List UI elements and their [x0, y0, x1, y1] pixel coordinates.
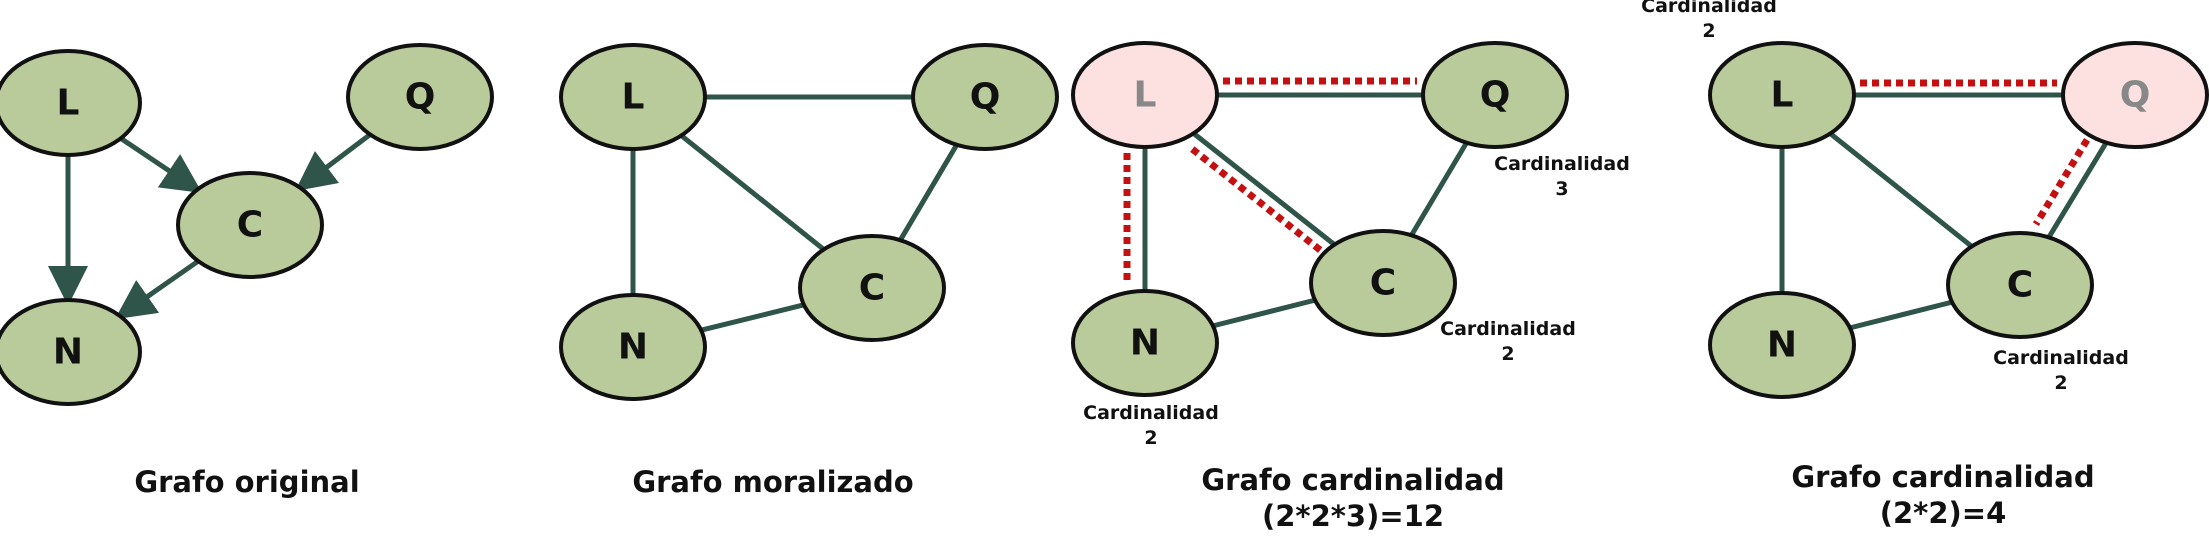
- node-n-label: N: [618, 327, 648, 368]
- node-c-ellipse: [798, 234, 946, 342]
- dotted-edge-Q-C: [2032, 137, 2091, 227]
- edge-Q-C: [2046, 141, 2109, 239]
- edge-N-C: [1849, 299, 1953, 331]
- node-l: L: [0, 49, 142, 157]
- node-q-ellipse: [2061, 41, 2209, 149]
- node-l: L: [1071, 41, 1219, 149]
- node-q-label: Q: [1480, 75, 1511, 116]
- nodes: L Q C N: [1071, 41, 1569, 397]
- node-c-ellipse: [1946, 231, 2094, 339]
- edges: [1779, 79, 2109, 331]
- cardinality-c-value: 2: [2054, 372, 2067, 394]
- cardinality-l-label: Cardinalidad: [1641, 0, 1777, 17]
- node-n-ellipse: [559, 293, 707, 401]
- node-l-ellipse: [1071, 41, 1219, 149]
- cardinality-c-label: Cardinalidad: [1440, 318, 1576, 340]
- node-q: Q: [911, 43, 1059, 151]
- panel-2: L Q C N Grafo moralizado: [559, 43, 1059, 499]
- edge-Q-C: [1409, 141, 1469, 237]
- node-n-label: N: [53, 332, 83, 373]
- node-c-label: C: [2007, 265, 2033, 306]
- panel-3-caption: Grafo cardinalidad: [1201, 463, 1504, 497]
- node-c: C: [798, 234, 946, 342]
- node-n-ellipse: [0, 298, 142, 406]
- node-q-ellipse: [911, 43, 1059, 151]
- node-c: C: [176, 171, 324, 279]
- edges: [630, 94, 959, 333]
- cardinality-q-label: Cardinalidad: [1494, 153, 1630, 175]
- panel-4-caption-formula: (2*2)=4: [1880, 496, 2007, 530]
- dotted-edge-L-C: [1190, 146, 1326, 256]
- node-l: L: [1708, 41, 1856, 149]
- node-l-label: L: [57, 83, 80, 124]
- edge-N-C: [1212, 297, 1316, 329]
- node-n-ellipse: [1708, 291, 1856, 399]
- node-n: N: [0, 298, 142, 406]
- node-c-label: C: [859, 268, 885, 309]
- panel-4-caption: Grafo cardinalidad: [1791, 460, 2094, 494]
- node-l-label: L: [1771, 75, 1794, 116]
- cardinality-n-label: Cardinalidad: [1083, 402, 1219, 424]
- cardinality-c-label: Cardinalidad: [1993, 347, 2129, 369]
- node-n: N: [559, 293, 707, 401]
- panel-3-caption-formula: (2*2*3)=12: [1262, 499, 1444, 533]
- nodes: L Q C N: [1708, 41, 2209, 399]
- node-n: N: [1708, 291, 1856, 399]
- node-q-label: Q: [405, 77, 436, 118]
- edge-L-C: [1828, 131, 1974, 249]
- node-l-label: L: [1134, 75, 1157, 116]
- node-l-ellipse: [0, 49, 142, 157]
- node-c-label: C: [1370, 263, 1396, 304]
- edge-C-N-arrow: [114, 259, 200, 320]
- nodes: L Q C N: [0, 43, 494, 406]
- node-c-label: C: [237, 205, 263, 246]
- node-c-ellipse: [176, 171, 324, 279]
- node-l: L: [559, 43, 707, 151]
- edge-Q-C: [898, 143, 959, 242]
- node-n-ellipse: [1071, 289, 1219, 397]
- node-l-ellipse: [1708, 41, 1856, 149]
- node-l-ellipse: [559, 43, 707, 151]
- node-q: Q: [346, 43, 494, 151]
- edges: [48, 132, 372, 320]
- node-q: Q: [2061, 41, 2209, 149]
- node-q-ellipse: [1421, 41, 1569, 149]
- node-q-ellipse: [346, 43, 494, 151]
- edge-L-C: [679, 133, 826, 252]
- node-n-label: N: [1130, 323, 1160, 364]
- node-n: N: [1071, 289, 1219, 397]
- panel-1: L Q C N Grafo original: [0, 43, 494, 499]
- edges: [1123, 77, 1469, 329]
- nodes: L Q C N: [559, 43, 1059, 401]
- node-c: C: [1309, 229, 1457, 337]
- node-q: Q: [1421, 41, 1569, 149]
- node-q-label: Q: [970, 77, 1001, 118]
- edge-N-C: [700, 302, 805, 333]
- edge-L-C: [1192, 131, 1336, 247]
- cardinality-l-value: 2: [1702, 20, 1715, 42]
- cardinality-c-value: 2: [1501, 343, 1514, 365]
- node-c-ellipse: [1309, 229, 1457, 337]
- node-n-label: N: [1767, 325, 1797, 366]
- cardinality-n-value: 2: [1144, 427, 1157, 449]
- cardinality-q-value: 3: [1555, 178, 1568, 200]
- edge-L-C-arrow: [119, 136, 203, 193]
- node-l-label: L: [622, 77, 645, 118]
- node-q-label: Q: [2120, 75, 2151, 116]
- node-c: C: [1946, 231, 2094, 339]
- panel-2-caption: Grafo moralizado: [632, 465, 913, 499]
- edge-Q-C-arrow: [295, 132, 372, 192]
- panel-1-caption: Grafo original: [134, 465, 359, 499]
